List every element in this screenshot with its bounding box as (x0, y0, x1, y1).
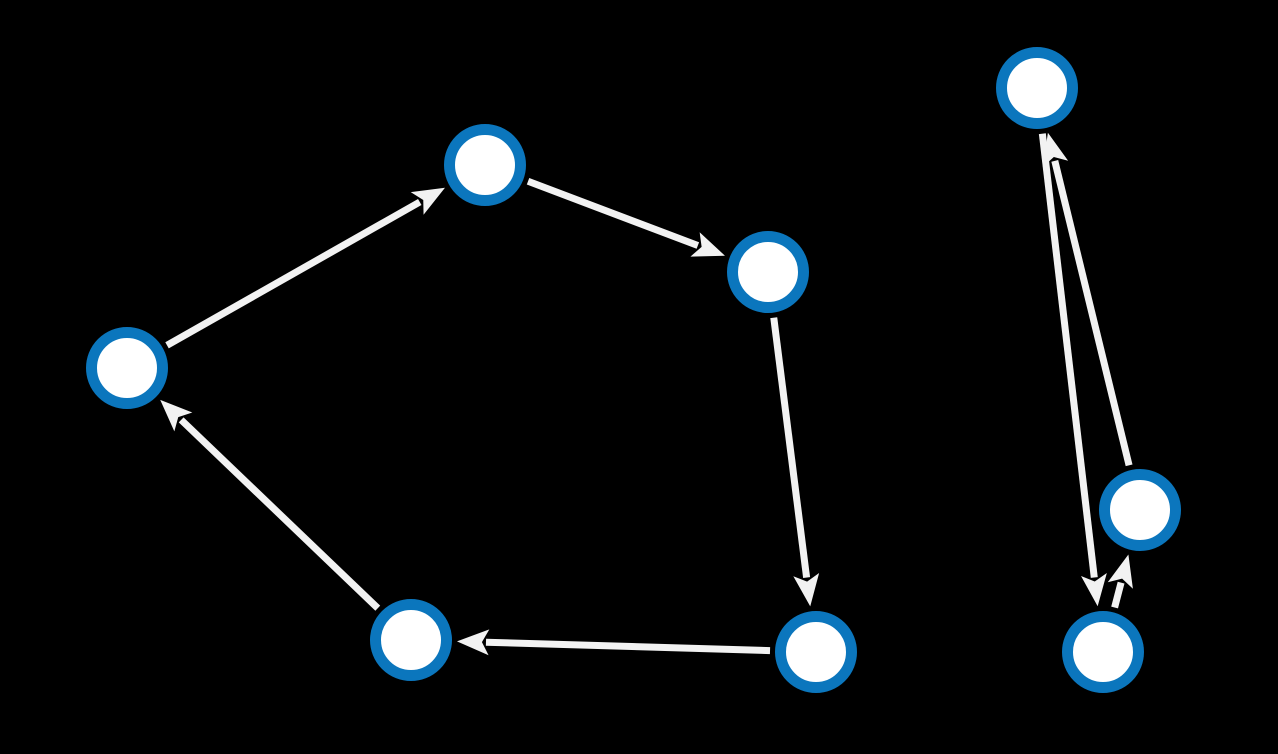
edge-arrowhead (1042, 132, 1069, 167)
graph-edge[interactable] (526, 177, 725, 257)
node-circle (444, 124, 526, 206)
edges-layer (160, 132, 1133, 656)
graph-edge[interactable] (1038, 133, 1107, 607)
edge-arrowhead (456, 629, 490, 656)
edge-arrowhead (690, 232, 725, 257)
edge-line (485, 638, 771, 655)
graph-node[interactable] (1099, 469, 1181, 551)
nodes-layer (86, 47, 1181, 693)
edge-arrowhead (410, 187, 445, 215)
edge-arrowhead (1107, 554, 1133, 589)
node-circle (1062, 611, 1144, 693)
graph-edge[interactable] (1042, 132, 1133, 467)
graph-node[interactable] (444, 124, 526, 206)
edge-arrowhead (793, 572, 820, 607)
edge-line (1051, 160, 1133, 467)
graph-node[interactable] (370, 599, 452, 681)
edge-line (178, 417, 381, 611)
graph-node[interactable] (86, 327, 168, 409)
node-circle (727, 231, 809, 313)
node-circle (775, 611, 857, 693)
graph-edge[interactable] (160, 399, 381, 611)
node-circle (370, 599, 452, 681)
edge-line (770, 317, 811, 579)
node-circle (1099, 469, 1181, 551)
graph-edge[interactable] (165, 187, 445, 349)
edge-line (165, 198, 422, 349)
graph-node[interactable] (1062, 611, 1144, 693)
graph-edge[interactable] (1107, 554, 1133, 609)
graph-node[interactable] (996, 47, 1078, 129)
edge-line (1038, 133, 1098, 578)
edge-line (526, 177, 700, 249)
graph-edge[interactable] (770, 317, 820, 607)
node-circle (996, 47, 1078, 129)
edge-arrowhead (160, 399, 193, 432)
graph-node[interactable] (727, 231, 809, 313)
edge-arrowhead (1081, 573, 1107, 607)
graph-edge[interactable] (456, 629, 771, 656)
node-circle (86, 327, 168, 409)
edge-line (1111, 581, 1125, 609)
graph-node[interactable] (775, 611, 857, 693)
